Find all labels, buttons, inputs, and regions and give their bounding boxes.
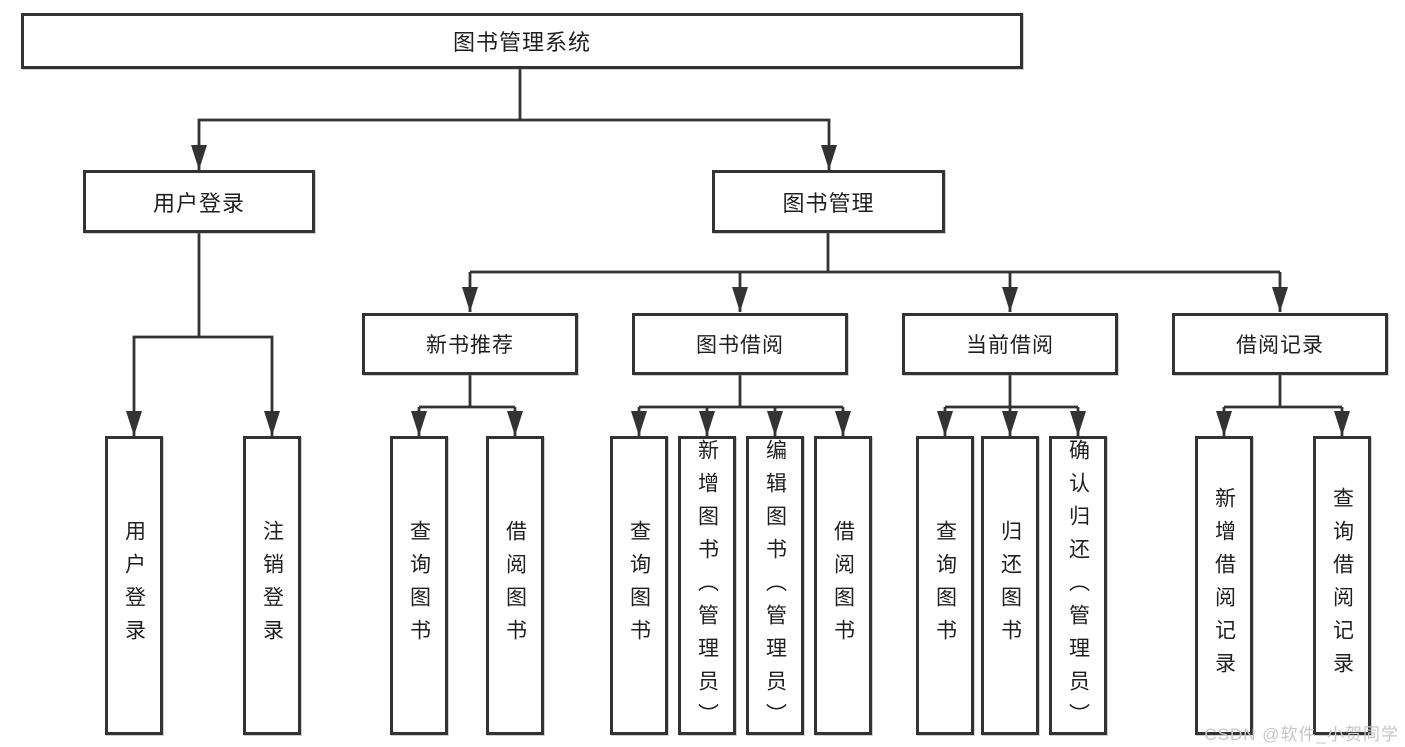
node-library-management-system: 图书管理系统 xyxy=(21,13,1023,69)
node-label: 确认归还（管理员） xyxy=(1066,439,1090,736)
leaf-return-book: 归还图书 xyxy=(981,436,1039,735)
leaf-borrow-books-recommend: 借阅图书 xyxy=(486,436,544,735)
leaf-query-books-borrow: 查询图书 xyxy=(610,436,668,735)
node-label: 查询借阅记录 xyxy=(1330,486,1354,685)
leaf-user-login: 用户登录 xyxy=(105,436,163,735)
arrowheads xyxy=(126,145,1350,436)
node-current-borrow: 当前借阅 xyxy=(902,313,1118,375)
leaf-query-books-recommend: 查询图书 xyxy=(390,436,448,735)
node-label: 查询图书 xyxy=(933,519,957,652)
node-label: 查询图书 xyxy=(627,519,651,652)
node-label: 新增借阅记录 xyxy=(1212,486,1236,685)
node-label: 借阅图书 xyxy=(831,519,855,652)
node-book-borrow: 图书借阅 xyxy=(632,313,848,375)
node-book-management: 图书管理 xyxy=(712,170,945,233)
node-borrow-records: 借阅记录 xyxy=(1172,313,1388,375)
node-label: 查询图书 xyxy=(407,519,431,652)
node-label: 新增图书（管理员） xyxy=(695,439,719,736)
csdn-watermark: CSDN @软件_小贺同学 xyxy=(1204,725,1399,744)
node-new-book-recommend: 新书推荐 xyxy=(362,313,578,375)
node-label: 借阅图书 xyxy=(503,519,527,652)
leaf-edit-book-admin: 编辑图书（管理员） xyxy=(746,436,804,736)
node-user-login: 用户登录 xyxy=(83,170,315,233)
leaf-borrow-books: 借阅图书 xyxy=(814,436,872,735)
leaf-logout: 注销登录 xyxy=(243,436,301,735)
node-label: 归还图书 xyxy=(998,519,1022,652)
leaf-query-borrow-record: 查询借阅记录 xyxy=(1313,436,1371,735)
node-label: 用户登录 xyxy=(122,519,146,652)
leaf-add-book-admin: 新增图书（管理员） xyxy=(678,436,736,736)
node-label: 注销登录 xyxy=(260,519,284,652)
leaf-confirm-return-admin: 确认归还（管理员） xyxy=(1049,436,1107,736)
leaf-add-borrow-record: 新增借阅记录 xyxy=(1195,436,1253,735)
node-label: 编辑图书（管理员） xyxy=(763,439,787,736)
leaf-query-books-current: 查询图书 xyxy=(916,436,974,735)
